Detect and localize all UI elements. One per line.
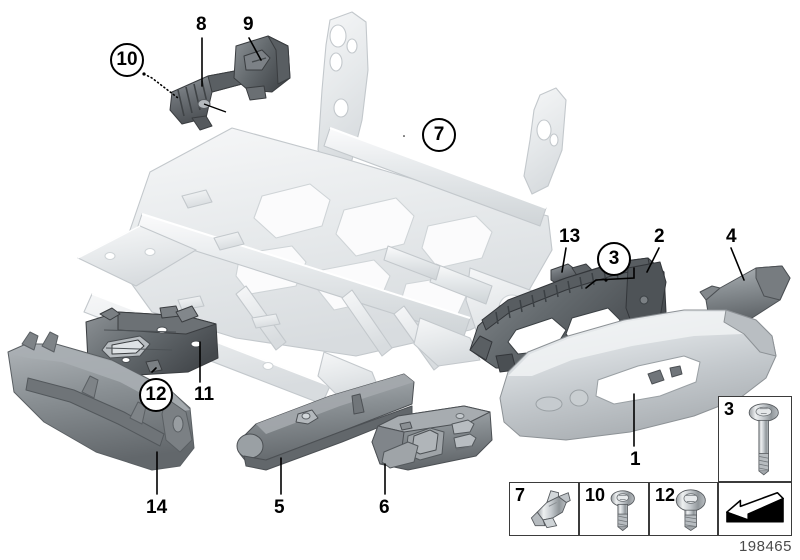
callout-1: 1 [630, 449, 641, 470]
callout-10-top: 10 [110, 43, 144, 77]
callout-7: 7 [422, 118, 456, 152]
part-1-side-trim [499, 309, 777, 441]
direction-arrow-icon [726, 491, 784, 523]
leader-3-bracket [585, 267, 635, 289]
callout-12: 12 [139, 378, 173, 412]
leader-12 [151, 367, 157, 373]
callout-5: 5 [274, 497, 285, 518]
callout-11: 11 [194, 384, 215, 405]
legend-label-10: 10 [585, 485, 606, 505]
leader-2 [646, 247, 660, 273]
part-6-switch [371, 405, 493, 471]
legend-box-10: 10 [579, 482, 649, 536]
callout-6: 6 [379, 497, 390, 518]
spring-clip-icon [530, 490, 571, 529]
legend-box-arrow [718, 482, 792, 536]
part-9-bracket [233, 35, 291, 101]
leader-10-top [143, 73, 179, 99]
part-5-rail-cover [236, 373, 415, 471]
callout-14: 14 [146, 497, 168, 518]
long-bolt-icon [748, 403, 779, 476]
leader-13 [561, 247, 567, 273]
legend-label-7: 7 [515, 485, 526, 505]
leader-4 [730, 247, 745, 281]
legend-label-12: 12 [655, 485, 676, 505]
callout-8: 8 [196, 14, 207, 35]
leader-9 [248, 37, 262, 61]
part-7-seat-frame [77, 11, 567, 405]
legend-box-7: 7 [509, 482, 579, 536]
callout-9: 9 [243, 14, 254, 35]
callout-4: 4 [726, 226, 737, 247]
drawing-number: 198465 [738, 538, 792, 555]
legend-box-3: 3 [718, 396, 792, 482]
callout-2: 2 [654, 226, 665, 247]
short-screw-icon [610, 490, 635, 532]
legend-box-12: 12 [649, 482, 718, 536]
part-8-guide [169, 69, 243, 131]
legend-label-3: 3 [724, 399, 735, 419]
callout-3-circled: 3 [597, 242, 631, 276]
callout-13: 13 [559, 226, 581, 247]
part-14-inner-trim [7, 331, 195, 471]
pan-head-screw-icon [675, 489, 706, 532]
part-11-bracket [85, 305, 219, 377]
